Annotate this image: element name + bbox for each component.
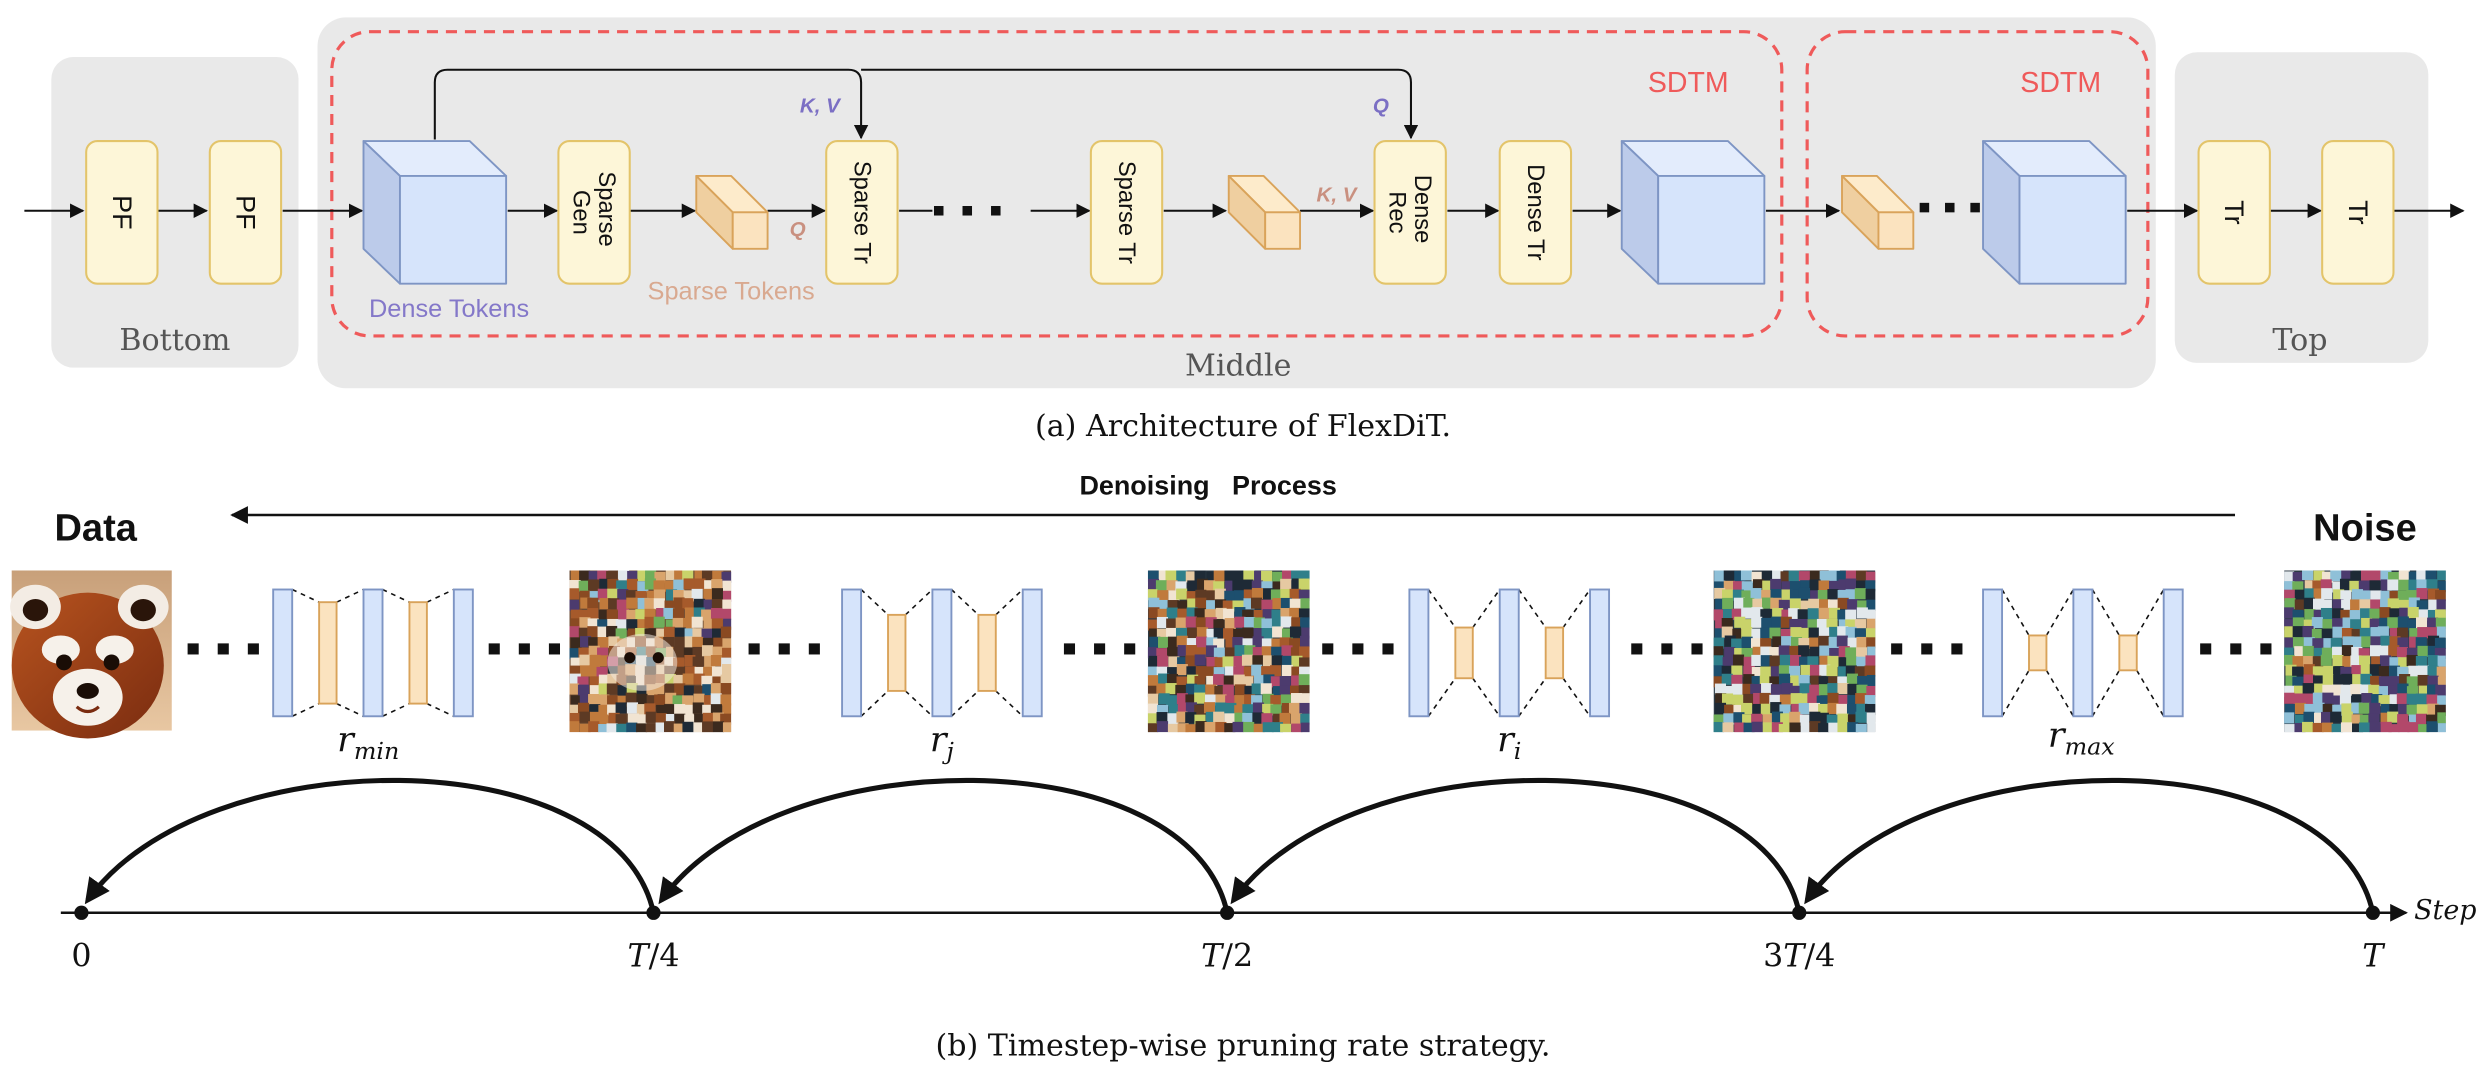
data-label: Data xyxy=(54,507,137,549)
denoising-process-label: Denoising Process xyxy=(1079,470,1336,500)
caption-a: (a) Architecture of FlexDiT. xyxy=(1035,409,1451,444)
pf-block-1: PF xyxy=(85,140,159,285)
svg-text:Sparse Gen: Sparse Gen xyxy=(567,171,619,253)
sdtm-label-1: SDTM xyxy=(1648,67,1729,99)
network-glyph-2 xyxy=(841,588,1043,718)
network-glyph-3 xyxy=(1408,588,1611,718)
noise-label: Noise xyxy=(2313,507,2417,549)
network-glyph-4 xyxy=(1982,588,2184,718)
svg-text:Tr: Tr xyxy=(2343,200,2373,224)
sparse-token-cube-1 xyxy=(695,174,769,250)
top-group xyxy=(2174,52,2429,363)
noisy-image-3 xyxy=(1713,570,1876,733)
dense-tr-block: Dense Tr xyxy=(1498,140,1573,285)
ellipsis-dots xyxy=(933,202,1980,216)
svg-text:Tr: Tr xyxy=(2219,200,2249,224)
kv-label-2: K, V xyxy=(1316,183,1358,206)
kv-label-1: K, V xyxy=(800,95,842,118)
timeline-arcs xyxy=(84,777,2376,914)
svg-text:Sparse Tr: Sparse Tr xyxy=(848,161,875,264)
noisy-images xyxy=(569,570,2446,733)
caption-b: (b) Timestep-wise pruning rate strategy. xyxy=(936,1028,1551,1063)
sparse-token-cube-2 xyxy=(1227,174,1301,250)
svg-text:Dense Tr: Dense Tr xyxy=(1522,164,1549,261)
tick-t-quarter: T/4 xyxy=(628,939,680,975)
rate-label-j: rj xyxy=(930,720,955,765)
network-glyph-1 xyxy=(272,588,474,718)
sparse-gen-block: Sparse Gen xyxy=(557,140,631,285)
noisy-image-4 xyxy=(2284,570,2446,733)
q-label-1: Q xyxy=(790,218,806,241)
sparse-tr-block-1: Sparse Tr xyxy=(825,140,899,285)
rate-label-min: rmin xyxy=(337,720,399,765)
pf-block-2: PF xyxy=(208,140,283,285)
sparse-tokens-label: Sparse Tokens xyxy=(648,278,815,306)
svg-text:Dense Rec: Dense Rec xyxy=(1384,175,1436,250)
tick-t: T xyxy=(2362,939,2386,975)
noisy-image-1 xyxy=(569,570,732,733)
dense-rec-block: Dense Rec xyxy=(1373,140,1447,285)
step-axis-label: Step xyxy=(2414,895,2476,926)
svg-text:Sparse Tr: Sparse Tr xyxy=(1113,161,1140,264)
tr-block-2: Tr xyxy=(2321,140,2395,285)
middle-label: Middle xyxy=(1185,349,1291,384)
tick-t-half: T/2 xyxy=(1201,939,1253,975)
sparse-tr-block-2: Sparse Tr xyxy=(1089,140,1164,285)
q-label-2: Q xyxy=(1373,95,1389,118)
red-panda-image xyxy=(10,570,172,739)
network-glyphs xyxy=(272,588,2184,718)
timeline-points xyxy=(74,905,2381,920)
tick-3t-quarter: 3T/4 xyxy=(1763,939,1835,975)
bottom-label: Bottom xyxy=(119,323,230,358)
tick-0: 0 xyxy=(71,939,91,975)
panel-a-architecture: SDTM SDTM Bottom Middle Top xyxy=(24,17,2465,444)
noisy-image-2 xyxy=(1147,570,1310,733)
dense-tokens-label: Dense Tokens xyxy=(369,295,529,323)
sdtm-label-2: SDTM xyxy=(2020,67,2101,99)
panel-b-pruning-strategy: Denoising Process Data Noise xyxy=(10,470,2477,1063)
svg-text:PF: PF xyxy=(230,195,260,229)
dense-token-cube-2 xyxy=(1620,140,1766,285)
top-label: Top xyxy=(2272,323,2327,358)
sdtm-box-2 xyxy=(1805,30,2150,338)
flow-arrows xyxy=(24,68,2465,218)
rate-label-i: ri xyxy=(1497,720,1521,765)
row-b-ellipsis xyxy=(187,643,2272,655)
dense-token-cube-3 xyxy=(1982,140,2127,285)
bottom-group xyxy=(51,57,299,368)
rate-label-max: rmax xyxy=(2048,715,2115,760)
svg-text:PF: PF xyxy=(107,195,137,229)
sdtm-box-1 xyxy=(330,30,1784,338)
tr-block-1: Tr xyxy=(2197,140,2271,285)
dense-token-cube-1 xyxy=(362,140,508,285)
sparse-token-cube-3 xyxy=(1841,174,1915,250)
